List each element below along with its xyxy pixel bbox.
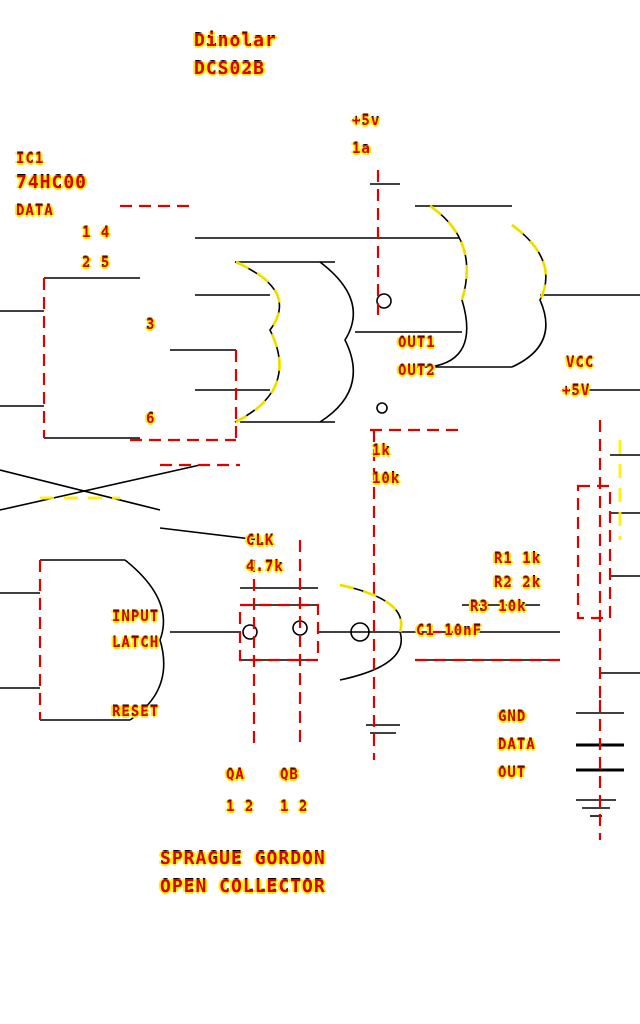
top-probe-label-1: +5v [352, 113, 381, 129]
highlight-trace [235, 260, 282, 424]
gate-outline [234, 261, 281, 423]
center-mid-label-2: 4.7k [246, 559, 284, 575]
right-cluster-label-4: C1 10nF [416, 623, 483, 639]
bottom-right-label-3: OUT [498, 765, 527, 781]
right-cluster-label-3: R3 10k [470, 599, 527, 615]
bottom-right-label-1: GND [498, 709, 527, 725]
title-line-2: DCS02B [194, 58, 266, 79]
wire [159, 527, 261, 541]
bubble [376, 402, 388, 414]
center-mid-label-1: CLK [246, 533, 275, 549]
left-block-label-1: IC1 [16, 151, 45, 167]
bottom-pin-label-2: 1 2 [280, 799, 309, 815]
left-block-label-2: 74HC00 [16, 172, 88, 193]
center-lower-label-2: QB [280, 767, 299, 783]
right-col-label-1: VCC [566, 355, 595, 371]
left-lower-label-1: INPUT [112, 609, 160, 625]
highlight-trace [429, 204, 469, 301]
wire [0, 464, 201, 511]
gate-outline [124, 559, 165, 721]
gate-outline [319, 261, 355, 423]
title-line-1: Dinolar [194, 30, 277, 51]
right-col-label-2: +5V [562, 383, 591, 399]
left-pin-label-4: 6 [146, 411, 156, 427]
right-cluster-label-2: R2 2k [494, 575, 542, 591]
left-lower-label-3: RESET [112, 704, 160, 720]
right-probe-label-1: OUT1 [398, 335, 436, 351]
resistor-label-2: 10k [372, 471, 401, 487]
center-lower-label-1: QA [226, 767, 245, 783]
left-block-label-3: DATA [16, 203, 54, 219]
bubble [242, 624, 258, 640]
top-probe-label-2: 1a [352, 141, 371, 157]
bubble [376, 293, 392, 309]
right-probe-label-2: OUT2 [398, 363, 436, 379]
bubble [350, 622, 370, 642]
left-lower-label-2: LATCH [112, 635, 160, 651]
bottom-right-label-2: DATA [498, 737, 536, 753]
resistor-outline [576, 484, 612, 620]
left-pin-label-1: 1 4 [82, 225, 111, 241]
resistor-label-1: 1k [372, 443, 391, 459]
footer-line-1: SPRAGUE GORDON [160, 848, 326, 869]
highlight-trace [511, 223, 548, 301]
footer-line-2: OPEN COLLECTOR [160, 876, 326, 897]
left-pin-label-3: 3 [146, 317, 156, 333]
bottom-pin-label-1: 1 2 [226, 799, 255, 815]
left-pin-label-2: 2 5 [82, 255, 111, 271]
component-outline [238, 603, 320, 662]
wire [0, 469, 161, 511]
right-cluster-label-1: R1 1k [494, 551, 542, 567]
highlight-trace [339, 583, 403, 633]
